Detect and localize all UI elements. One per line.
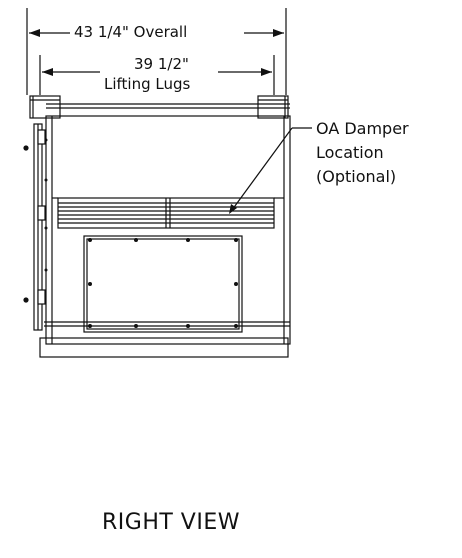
wall-dots	[44, 138, 48, 272]
lifting-lugs-dimension	[39, 55, 275, 95]
access-panel	[83, 235, 243, 333]
callout-line-2: Location	[316, 143, 384, 162]
view-title: RIGHT VIEW	[102, 510, 240, 535]
callout-line-1: OA Damper	[316, 119, 409, 138]
callout-line-3: (Optional)	[316, 167, 397, 186]
oa-damper-louvers	[52, 197, 284, 229]
side-door-panel	[23, 123, 46, 331]
overall-dimension	[26, 8, 287, 95]
overall-dimension-label: 43 1/4" Overall	[74, 23, 188, 41]
lifting-lugs-label: Lifting Lugs	[104, 75, 191, 93]
callout-leader	[229, 127, 312, 214]
unit-body	[39, 103, 291, 358]
lifting-lugs-value: 39 1/2"	[134, 55, 189, 73]
lifting-lug-right	[257, 95, 289, 119]
lifting-lug-left	[29, 95, 61, 119]
